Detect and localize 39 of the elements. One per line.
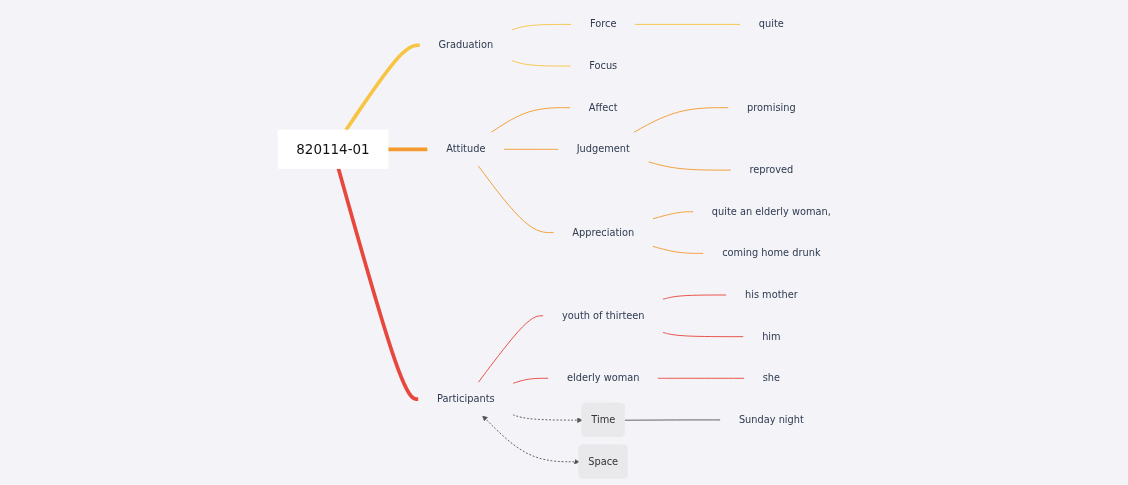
node-text: reproved: [749, 163, 794, 176]
node-text: Force: [590, 17, 617, 30]
connector: [511, 23, 573, 30]
node-text: youth of thirteen: [562, 309, 645, 321]
connector: [634, 23, 742, 25]
node-text: quite: [759, 17, 785, 30]
connector: [490, 106, 572, 133]
connector: [344, 42, 421, 131]
node-text: Sunday night: [739, 413, 805, 425]
node-text: elderly woman: [567, 371, 640, 384]
connector: [478, 164, 555, 233]
node-text: quite an elderly woman,: [712, 205, 832, 217]
node-text: Affect: [589, 101, 619, 113]
node-text: his mother: [745, 288, 799, 301]
node-text: Graduation: [438, 38, 494, 51]
connector: [478, 314, 545, 383]
connector: [662, 331, 745, 337]
node-text: Focus: [589, 59, 618, 72]
connector: [503, 148, 560, 150]
connector: [652, 245, 705, 254]
node-text: Appreciation: [572, 225, 635, 238]
connector: [511, 59, 572, 67]
node-text: coming home drunk: [722, 246, 821, 259]
connector: [337, 167, 420, 401]
node-text: him: [762, 330, 782, 342]
connector: [512, 377, 550, 384]
node-text: promising: [747, 101, 797, 113]
node-text: she: [763, 371, 781, 384]
node-text: Judgement: [577, 142, 631, 155]
connector: [657, 377, 746, 379]
connector: [648, 160, 732, 171]
connector: [652, 210, 695, 219]
connector: [624, 418, 722, 421]
connector: [662, 294, 728, 300]
connector: [632, 106, 730, 133]
connector: [388, 147, 429, 151]
node-box: 820114-01: [278, 129, 389, 169]
node-text: Attitude: [446, 142, 486, 155]
node-text: Participants: [437, 392, 496, 405]
